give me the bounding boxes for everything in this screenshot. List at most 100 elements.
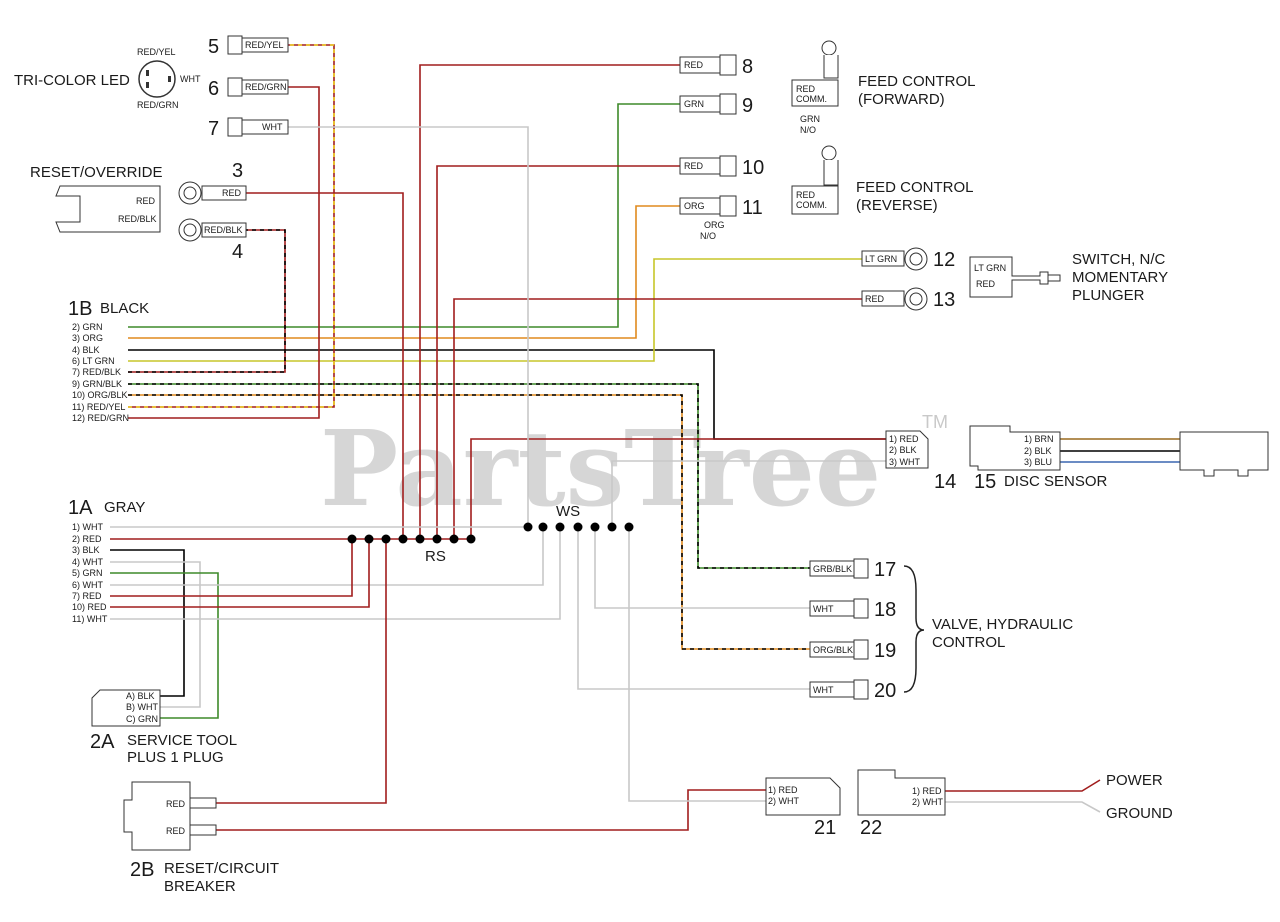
harness-1a-wire: 2) RED: [72, 534, 102, 544]
connector-14: 1) RED 2) BLK 3) WHT 14: [885, 430, 956, 493]
harness-1b-wire: 7) RED/BLK: [72, 367, 121, 377]
splice-dot: [398, 534, 408, 544]
connector-7-number: 7: [208, 118, 219, 140]
connector-4-wire: RED/BLK: [204, 225, 243, 235]
connector-21: 1) RED 2) WHT 21: [765, 777, 841, 839]
connector-14-pin: 1) RED: [889, 434, 919, 444]
harness-1b-wire: 12) RED/GRN: [72, 413, 129, 423]
connector-5-plug: [227, 35, 243, 55]
connector-2a-number: 2A: [90, 731, 115, 753]
connector-22: 1) RED 2) WHT 22: [857, 769, 946, 839]
wire-1a-wht4: [110, 561, 201, 708]
connector-19: ORG/BLK 19: [809, 639, 896, 662]
connector-14-number: 14: [934, 471, 956, 493]
connector-2b-breaker: RED RED 2B RESET/CIRCUIT BREAKER: [123, 781, 279, 895]
valve-brace: [903, 565, 925, 693]
wire-1b-ltgrn: [128, 258, 862, 362]
reset-body: [55, 185, 161, 233]
splice-dot: [381, 534, 391, 544]
splice-dot: [555, 522, 565, 532]
connector-12-body: [861, 250, 905, 267]
breaker-title-1: RESET/CIRCUIT: [164, 860, 279, 877]
wire-1b-redgrn: [128, 86, 320, 419]
feed-fwd-title-2: (FORWARD): [858, 91, 945, 108]
wire-red-c10: [436, 165, 680, 539]
connector-12: LT GRN 12: [861, 247, 955, 271]
wire-1b-grnblk-dash: [128, 383, 810, 569]
connector-4-body: [201, 222, 247, 238]
wire-1b-grn: [128, 103, 680, 328]
connector-19-wire: ORG/BLK: [813, 645, 853, 655]
harness-1a-wire: 4) WHT: [72, 557, 103, 567]
splice-dot: [364, 534, 374, 544]
connector-10-number: 10: [742, 157, 764, 179]
harness-1b-wire: 9) GRN/BLK: [72, 379, 122, 389]
connector-19-plug: [853, 639, 869, 660]
wire-red-c14: [470, 438, 888, 539]
feed-fwd-grn: GRN: [800, 114, 820, 124]
connector-6-body: [241, 79, 289, 95]
connector-19-number: 19: [874, 640, 896, 662]
connector-22-number: 22: [860, 817, 882, 839]
switch-title-3: PLUNGER: [1072, 287, 1145, 304]
connector-2b-terminal: [189, 797, 217, 809]
ws-label: WS: [556, 503, 580, 520]
wire-1b-org: [128, 205, 680, 339]
harness-1b-wire: 4) BLK: [72, 345, 100, 355]
led-wht: WHT: [180, 74, 201, 84]
reset-red: RED: [136, 196, 156, 206]
led-red-grn: RED/GRN: [137, 100, 179, 110]
connector-3-body: [201, 185, 247, 201]
connector-15-pin: 3) BLU: [1024, 457, 1052, 467]
connector-7-wire: WHT: [262, 122, 283, 132]
splice-dot: [573, 522, 583, 532]
connector-10-plug: [719, 155, 737, 177]
feed-rev-title: FEED CONTROL: [856, 179, 974, 196]
wire-wht-c20: [577, 527, 810, 690]
connector-3-ring-inner: [183, 186, 197, 200]
connector-18: WHT 18: [809, 598, 896, 621]
rs-label: RS: [425, 548, 446, 565]
feed-fwd-no: N/O: [800, 125, 816, 135]
harness-1b-wire: 2) GRN: [72, 322, 103, 332]
harness-1a-wire: 7) RED: [72, 591, 102, 601]
wire-ground: [945, 801, 1101, 813]
rs-splice: [347, 534, 476, 544]
feed-fwd-body: [791, 55, 839, 107]
connector-15-disc-sensor: 1) BRN 2) BLK 3) BLU 15 DISC SENSOR: [969, 425, 1269, 493]
watermark-tm: TM: [922, 412, 948, 432]
wire-1b-redblk-dash: [128, 229, 286, 373]
wire-red-c13: [453, 298, 862, 539]
connector-18-number: 18: [874, 599, 896, 621]
connector-15-body: [969, 425, 1061, 471]
feed-control-forward: RED COMM. GRN N/O FEED CONTROL (FORWARD): [791, 40, 976, 135]
valve-title-2: CONTROL: [932, 634, 1005, 651]
feed-rev-comm: COMM.: [796, 200, 827, 210]
harness-1a-number: 1A: [68, 497, 93, 519]
harness-1a-wire: 11) WHT: [72, 614, 108, 624]
wire-wht-c14: [611, 460, 888, 527]
connector-15-pin: 1) BRN: [1024, 434, 1054, 444]
wire-wht-c18: [594, 527, 810, 609]
harness-1b-wire: 3) ORG: [72, 333, 103, 343]
splice-dot: [538, 522, 548, 532]
connector-15-number: 15: [974, 471, 996, 493]
connector-14-pin: 3) WHT: [889, 457, 920, 467]
connector-22-pin: 1) RED: [912, 786, 942, 796]
splice-dot: [415, 534, 425, 544]
wires: [110, 44, 1180, 831]
connector-17-wire: GRB/BLK: [813, 564, 852, 574]
connector-14-body: [885, 430, 929, 469]
connector-5-body: [241, 37, 289, 53]
connector-3-number: 3: [232, 160, 243, 182]
splice-dot: [523, 522, 533, 532]
connector-20: WHT 20: [809, 679, 896, 702]
connector-11-number: 11: [742, 197, 763, 219]
wire-red-c8: [419, 64, 680, 539]
connector-4-ring-inner: [183, 223, 197, 237]
connector-7: 7 WHT: [208, 117, 289, 140]
connector-5: 5 RED/YEL: [208, 35, 289, 58]
harness-1a-wire: 10) RED: [72, 602, 107, 612]
connector-2a-pin: C) GRN: [126, 714, 158, 724]
connector-14-pin: 2) BLK: [889, 445, 917, 455]
